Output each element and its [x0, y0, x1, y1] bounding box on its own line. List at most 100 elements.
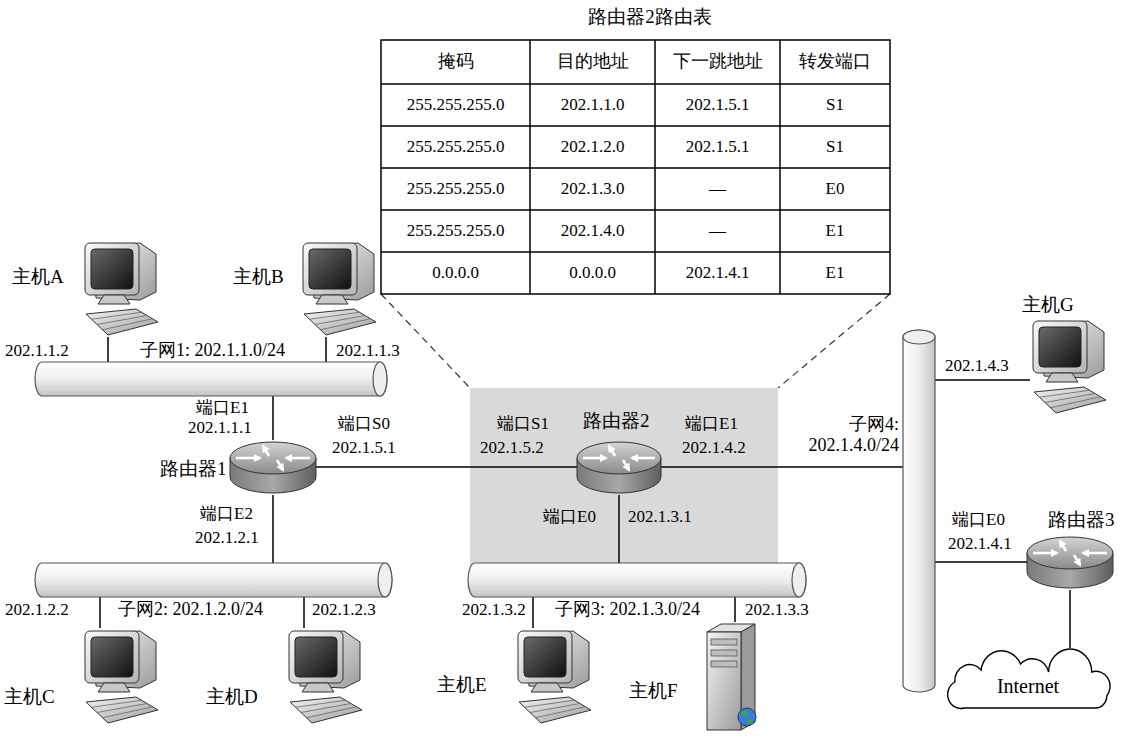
router-top: [230, 442, 316, 474]
table-frame: [381, 40, 890, 294]
keyboard-keys: [307, 707, 357, 718]
port-address: 端口E0: [952, 510, 1005, 530]
table-cell: 255.255.255.0: [407, 221, 505, 241]
bus-end: [378, 563, 392, 597]
host-computer: 主机E: [515, 628, 593, 725]
router2-region: [470, 388, 778, 568]
table-cell: 202.1.1.0: [561, 95, 625, 115]
node-label: 路由器2: [583, 410, 650, 433]
port-address: 202.1.5.1: [332, 438, 396, 458]
table-cell: 掩码: [438, 51, 474, 73]
network-link: [272, 495, 274, 563]
table-rule: [529, 40, 531, 294]
table-title: 路由器2路由表: [588, 6, 712, 29]
keyboard-keys: [536, 707, 586, 718]
node-label: Internet: [997, 674, 1059, 698]
keyboard: [86, 697, 158, 723]
network-bus-shape: [468, 563, 806, 597]
node-label: 主机C: [4, 686, 55, 709]
router-icon-shape: [577, 440, 661, 495]
table-rule: [381, 167, 890, 169]
network-link: [1069, 590, 1071, 648]
router-arrow-head: [1051, 549, 1059, 557]
port-address: 202.1.3.2: [462, 600, 526, 620]
port-address: 202.1.3.1: [628, 507, 692, 527]
host-computer-shape: [515, 628, 593, 725]
router-top: [1027, 537, 1113, 569]
table-cell: —: [709, 221, 726, 241]
table-cell: 202.1.2.0: [561, 137, 625, 157]
port-address: 202.1.2.1: [195, 528, 259, 548]
host-computer-shape: [82, 240, 160, 337]
server-front: [707, 632, 741, 730]
keyboard-keys: [103, 319, 153, 330]
port-address: 202.1.2.3: [312, 600, 376, 620]
host-computer-shape: [286, 628, 364, 725]
table-rule: [381, 209, 890, 211]
router-arrow-head: [284, 454, 292, 462]
table-cell: E1: [826, 221, 845, 241]
monitor-bezel: [1033, 321, 1087, 373]
monitor-screen: [1039, 327, 1081, 367]
table-rule: [381, 83, 890, 85]
port-address: 202.1.3.3: [745, 600, 809, 620]
monitor-screen: [295, 637, 337, 677]
keyboard-keys: [321, 319, 371, 330]
table-rule: [779, 40, 781, 294]
table-rule: [381, 125, 890, 127]
bus-end: [792, 563, 806, 597]
port-address: 202.1.1.1: [188, 418, 252, 438]
node-label: 主机B: [233, 266, 284, 289]
monitor-stand: [531, 683, 563, 692]
table-cell: 0.0.0.0: [569, 263, 616, 283]
router-arrow-head: [600, 454, 608, 462]
network-link: [532, 597, 534, 628]
node-label: 主机G: [1022, 294, 1074, 317]
globe-land: [741, 711, 753, 724]
node-label: 主机A: [12, 266, 64, 289]
bus-cylinder: [35, 563, 392, 597]
node-label: 子网1: 202.1.1.0/24: [140, 340, 285, 362]
table-cell: 0.0.0.0: [432, 263, 479, 283]
port-address: 202.1.1.3: [336, 341, 400, 361]
host-computer: 主机G: [1030, 318, 1108, 415]
network-bus: 子网1: 202.1.1.0/24: [35, 362, 387, 396]
table-cell: 202.1.4.0: [561, 221, 625, 241]
table-cell: —: [709, 179, 726, 199]
router-top: [577, 442, 661, 474]
table-cell: E0: [826, 179, 845, 199]
node-label: 路由器1: [160, 458, 227, 481]
router-arrow-head: [1059, 539, 1067, 548]
table-cell: 下一跳地址: [673, 51, 763, 73]
node-label: 主机F: [629, 680, 678, 703]
host-computer-shape: [82, 628, 160, 725]
monitor-bezel: [518, 631, 572, 683]
network-link: [272, 396, 274, 440]
table-cell: 目的地址: [557, 51, 629, 73]
keyboard-keys: [301, 704, 351, 713]
table-cell: 255.255.255.0: [407, 137, 505, 157]
keyboard: [86, 309, 158, 335]
router-arrow-head: [254, 454, 262, 462]
keyboard-keys: [1045, 394, 1095, 403]
host-computer: 主机A: [82, 240, 160, 337]
node-label: 子网4: 202.1.4.0/24: [783, 414, 899, 455]
monitor-screen: [524, 637, 566, 677]
node-label: 主机E: [437, 674, 487, 697]
table-cell: 202.1.5.1: [686, 137, 750, 157]
node-label: 路由器3: [1048, 509, 1115, 532]
table-cell: 202.1.4.1: [686, 263, 750, 283]
server-host-shape: [705, 622, 760, 732]
host-computer-shape: [300, 240, 378, 337]
node-label: 主机D: [206, 686, 258, 709]
host-computer: 主机D: [286, 628, 364, 725]
routing-table-grid: [381, 40, 890, 294]
bus-cylinder: [35, 362, 387, 396]
port-address: 端口E0: [543, 507, 596, 527]
keyboard: [1034, 387, 1106, 413]
table-cell: S1: [826, 137, 844, 157]
monitor-stand: [98, 295, 130, 304]
host-computer-shape: [1030, 318, 1108, 415]
monitor-screen: [309, 249, 351, 289]
network-link: [303, 597, 305, 628]
